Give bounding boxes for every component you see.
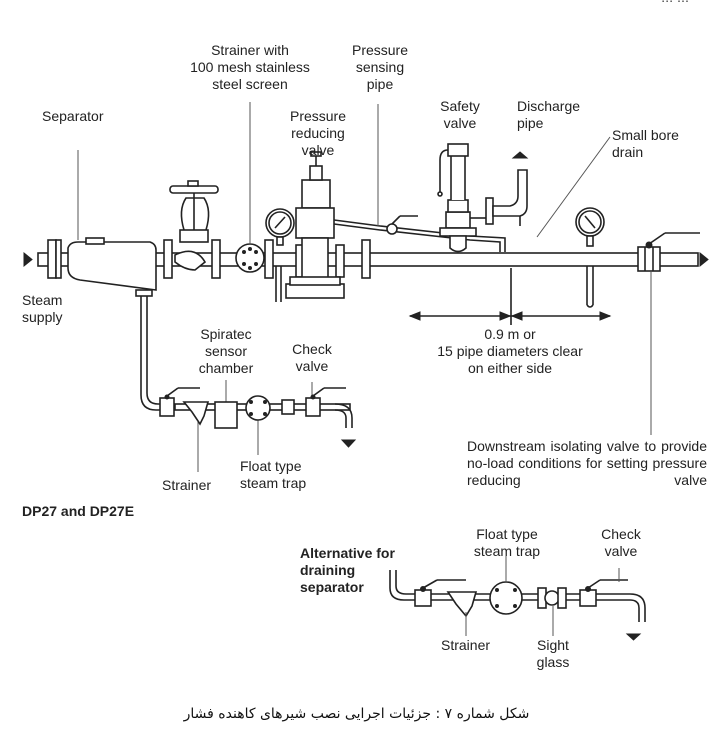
label-pressure-reducing-valve: Pressure reducing valve <box>289 108 347 158</box>
label-strainer-mesh: Strainer with 100 mesh stainless steel s… <box>190 42 310 92</box>
y-strainer <box>235 243 265 273</box>
outlet-arrow-icon <box>699 251 709 268</box>
label-separator: Separator <box>42 108 104 124</box>
figure-caption: شکل شماره ۷ : جزئیات اجرایی نصب شیرهای ک… <box>183 706 530 722</box>
drain-line <box>159 387 353 429</box>
label-strainer: Strainer <box>162 477 212 493</box>
discharge-arrow-icon <box>511 151 529 159</box>
label-clearance: 0.9 m or 15 pipe diameters clear on eith… <box>437 326 583 376</box>
clearance-dimension <box>408 268 612 325</box>
pressure-gauge-upstream <box>265 208 295 302</box>
label-pressure-sensing-pipe: Pressure sensing pipe <box>351 42 409 92</box>
pressure-gauge-downstream <box>575 207 605 308</box>
downstream-ball-valve <box>637 232 700 272</box>
sensing-ball-valve <box>386 215 418 235</box>
label-spiratec-chamber: Spiratec sensor chamber <box>198 326 254 376</box>
separator <box>67 237 157 297</box>
alt-label-sight-glass: Sight glass <box>536 637 570 670</box>
alternative-title: Alternative for draining separator <box>300 545 395 595</box>
top-text-fragment: … … <box>661 0 689 5</box>
alt-label-float-trap: Float type steam trap <box>473 526 541 559</box>
label-safety-valve: Safety valve <box>440 98 480 131</box>
model-title: DP27 and DP27E <box>22 503 135 519</box>
alt-label-strainer: Strainer <box>441 637 491 653</box>
alternative-drain-line <box>389 570 646 622</box>
safety-valve <box>437 143 494 253</box>
discharge-pipe <box>492 169 528 226</box>
label-downstream-valve: Downstream isolating valve to provide no… <box>467 438 707 488</box>
alt-label-check-valve: Check valve <box>601 526 641 559</box>
globe-valve <box>169 180 219 271</box>
alt-outlet-arrow-icon <box>625 633 642 641</box>
label-small-bore-drain: Small bore drain <box>612 127 679 160</box>
label-steam-supply: Steam supply <box>22 292 63 325</box>
drain-outlet-arrow-icon <box>340 439 357 448</box>
label-check-valve: Check valve <box>292 341 332 374</box>
leader-lines <box>77 102 652 472</box>
flanges <box>47 239 371 279</box>
alt-leader-lines <box>465 556 620 636</box>
label-float-trap: Float type steam trap <box>240 458 307 491</box>
label-discharge-pipe: Discharge pipe <box>517 98 581 131</box>
inlet-arrow-icon <box>23 251 33 268</box>
pressure-reducing-valve <box>285 151 345 299</box>
